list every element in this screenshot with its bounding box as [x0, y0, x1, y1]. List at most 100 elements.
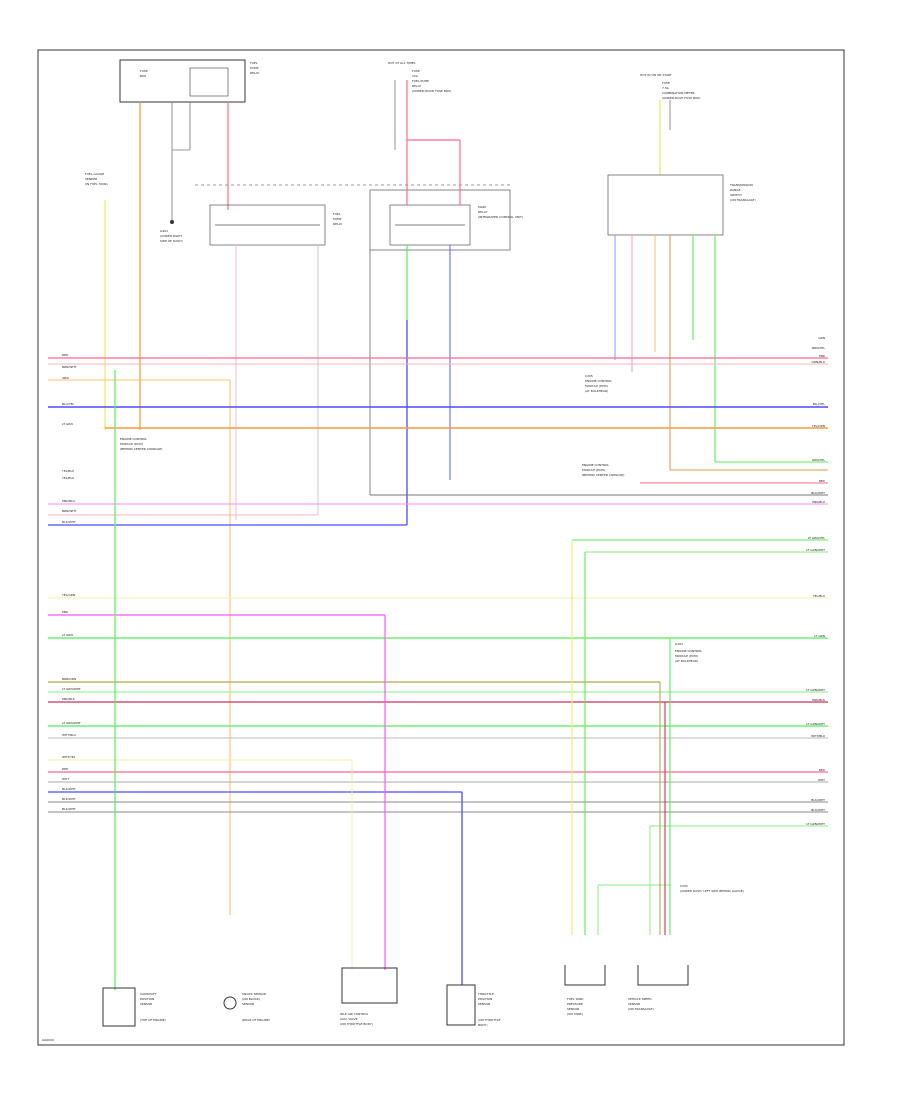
wire-label-right-1: BRN/YEL — [812, 346, 825, 350]
wire-label-left-7: PNK/BLU — [62, 499, 75, 503]
wire-label-right-21: BLK/WHT — [811, 808, 825, 812]
lower-splice-label-1: (UNDER DASH, LEFT SIDE BEHIND GAUGE) — [680, 889, 744, 893]
gauge-box-label-2: (IN FUEL TANK) — [85, 182, 108, 186]
wire-label-right-18: RED — [819, 768, 826, 772]
ecm-note-0: G101 — [675, 642, 683, 646]
center-fuse-label-2: 15A — [412, 74, 419, 78]
bottom-component-5-line-2: (ON TRANSAXLE) — [628, 1007, 654, 1011]
wire-label-right-22: LT GRN/WHT — [806, 822, 825, 826]
bottom-component-1-line-2: SENSOR — [242, 1002, 254, 1006]
bottom-component-1-line-3: (REAR OF ENGINE) — [242, 1018, 270, 1022]
footer-code: G00000 — [42, 1038, 54, 1042]
wire-label-left-16: LT GRN/WHT — [62, 721, 81, 725]
wire-label-left-8: BRN/WHT — [62, 509, 77, 513]
wire-label-left-15: PNK/BLK — [62, 697, 76, 701]
center-fuse-label-4: RELAY — [412, 84, 422, 88]
bottom-component-4-line-0: FUEL TANK — [567, 997, 584, 1001]
wire-label-right-16: LT GRN/WHT — [806, 722, 825, 726]
wire-label-left-18: WHT/YEL — [62, 755, 76, 759]
splice-mid-right2-label-1: MODULE (ECM) — [582, 468, 605, 472]
ground-left-label-1: (UNDER RIGHT — [160, 234, 182, 238]
vehicle-speed-sensor — [637, 965, 689, 986]
bottom-component-2-line-2: (ON THROTTLE BODY) — [340, 1022, 373, 1026]
top-right-header-1: FUSE — [662, 81, 670, 85]
wire-labels-right: GRNBRN/YELPNKORN/BLUBLU/YELYEL/ORNGRN/YE… — [806, 336, 826, 826]
knock-sensor — [223, 996, 237, 1010]
ground-left-label-2: SIDE OF DASH) — [160, 239, 183, 243]
main-relay-center — [389, 204, 471, 246]
bottom-component-3-line-2: SENSOR — [478, 1002, 490, 1006]
wire-label-right-0: GRN — [818, 336, 825, 340]
diagram-frame — [37, 49, 845, 1046]
wire-label-right-15: PNK/BLK — [812, 698, 826, 702]
camshaft-position-sensor — [102, 987, 136, 1027]
top-right-header-4: (UNDER-DASH FUSE BOX) — [662, 96, 700, 100]
wire-label-left-12: LT GRN — [62, 633, 73, 637]
wire-label-left-20: WHT — [62, 777, 69, 781]
wire-label-left-6: YEL/BLU — [62, 476, 74, 480]
splice-mid-right-label-2: MODULE (ECM) — [585, 384, 608, 388]
fuel-pump-relay-box — [119, 59, 246, 103]
bottom-component-0-line-3: (TOP OF ENGINE) — [140, 1018, 166, 1022]
wire-label-right-3: ORN/BLU — [812, 360, 825, 364]
ecm-note-3: (AT BULKHEAD) — [675, 659, 698, 663]
ecm-note-2: MODULE (ECM) — [675, 654, 698, 658]
gauge-box-label-0: FUEL GAUGE — [85, 172, 104, 176]
bottom-component-2-line-0: IDLE AIR CONTROL — [340, 1012, 369, 1016]
top-left-header-1: PUMP — [250, 66, 259, 70]
bottom-component-0-line-2: SENSOR — [140, 1002, 152, 1006]
relay-left-label-2: RELAY — [333, 222, 343, 226]
relay-right-label-1: RELAY — [478, 210, 488, 214]
splice-mid-right-label-3: (AT BULKHEAD) — [585, 389, 608, 393]
wire-label-right-12: YEL/BLU — [813, 594, 825, 598]
splice-mid-left-label-0: ENGINE CONTROL — [120, 437, 147, 441]
wire-label-left-17: WHT/BLU — [62, 733, 76, 737]
wire-label-left-5: YEL/BLU — [62, 469, 74, 473]
wire-label-left-0: RED — [62, 353, 69, 357]
relay-right-label-0: MAIN — [478, 205, 486, 209]
bottom-component-4-line-3: (ON TANK) — [567, 1012, 583, 1016]
splice-mid-right-label-1: ENGINE CONTROL — [585, 379, 612, 383]
wire-label-right-4: BLU/YEL — [813, 402, 826, 406]
wire-label-right-7: RED — [819, 479, 826, 483]
splice-mid-right2-label-2: (BEHIND CENTER CONSOLE) — [582, 473, 624, 477]
bottom-component-5-line-1: SENSOR — [628, 1002, 640, 1006]
wire-label-left-23: BLK/WHT — [62, 807, 76, 811]
wire-label-right-6: GRN/YEL — [812, 458, 825, 462]
right-module-label-2: SWITCH — [730, 193, 742, 197]
right-module-label-0: TRANSMISSION — [729, 183, 753, 187]
splice-mid-right-label-0: C205 — [585, 374, 593, 378]
wire-labels-left: RED BRN/WHT ORN BLU/YEL LT GRN YEL/BLU YEL/BLU… — [62, 353, 81, 811]
wire-label-right-5: YEL/ORN — [812, 424, 825, 428]
wire-label-left-22: BLK/WHT — [62, 797, 76, 801]
relay-left-label-0: FUEL — [333, 212, 341, 216]
wire-label-right-19: WHT — [818, 778, 825, 782]
right-module-label-3: (ON TRANSAXLE) — [730, 198, 756, 202]
fuse-inner-box — [189, 67, 229, 97]
wire-label-left-3: BLU/YEL — [62, 402, 75, 406]
relay-left-label-1: PUMP — [333, 217, 342, 221]
top-left-header-0: FUEL — [250, 61, 258, 65]
bottom-component-3-line-4: BODY) — [478, 1023, 488, 1027]
wire-label-left-2: ORN — [62, 376, 69, 380]
wire-label-left-10: YEL/GRN — [62, 593, 75, 597]
wire-label-left-19: RED — [62, 767, 69, 771]
relay-group-bracket — [369, 189, 511, 251]
fuse-box-label-0: FUSE — [140, 69, 148, 73]
fuse-box-label-1: BOX — [140, 74, 146, 78]
idle-air-control-valve — [341, 967, 398, 1004]
ground-point-top-left — [170, 220, 174, 224]
bottom-component-3-line-1: POSITION — [478, 997, 492, 1001]
ecm-note-1: ENGINE CONTROL — [675, 649, 702, 653]
wire-label-left-11: PNK — [62, 610, 69, 614]
center-fuse-label-1: FUSE — [412, 69, 420, 73]
splice-mid-right2-label-0: ENGINE CONTROL — [582, 463, 609, 467]
bottom-component-5-line-0: VEHICLE SPEED — [628, 997, 652, 1001]
wire-label-left-14: LT GRN/WHT — [62, 687, 81, 691]
top-right-header-2: 7.5A — [662, 86, 670, 90]
wire-label-left-1: BRN/WHT — [62, 365, 77, 369]
bottom-component-4-line-2: SENSOR — [567, 1007, 579, 1011]
wire-label-right-10: LT GRN/YEL — [808, 536, 825, 540]
gauge-box-label-1: SENDER — [85, 177, 97, 181]
